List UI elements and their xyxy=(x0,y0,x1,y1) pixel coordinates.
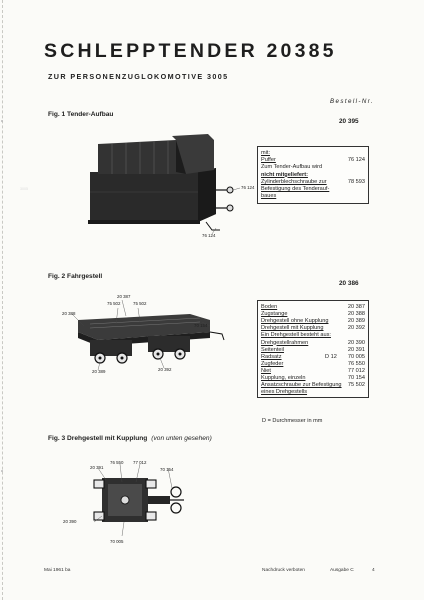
binder-margin-line xyxy=(2,0,3,600)
callout-tension-spring: 76 550 xyxy=(110,460,124,465)
callout-floor: 20 387 xyxy=(117,294,131,299)
part-name: Radsatz xyxy=(261,353,282,360)
part-name: Boden xyxy=(261,304,278,310)
figure-2-caption: Fig. 2 Fahrgestell xyxy=(48,273,103,280)
punch-mark xyxy=(1,470,3,472)
callout-buffer: 76 124 xyxy=(241,185,255,190)
part-name: Niet xyxy=(261,367,271,374)
part-name: Drehgestell ohne Kupplung xyxy=(261,318,329,325)
order-number-label: Bestell-Nr. xyxy=(330,98,375,105)
note-row-text: Zum Tender-Aufbau wird xyxy=(261,164,323,171)
footer-date: Mai 1961 ba xyxy=(44,568,71,573)
footer-reprint-notice: Nachdruck verboten xyxy=(262,568,305,573)
punch-mark xyxy=(1,120,3,122)
note-row-text: mit: xyxy=(261,150,271,156)
part-number: 77 012 xyxy=(347,367,365,374)
part-number: 20 391 xyxy=(347,346,365,353)
tender-body-illustration xyxy=(88,134,241,235)
callout-wheelset: 70 005 xyxy=(110,539,124,544)
part-name: eines Drehgestells xyxy=(261,389,308,396)
part-number: 20 392 xyxy=(347,325,365,332)
callout-rivet: 77 012 xyxy=(133,460,147,465)
part-number: 20 387 xyxy=(347,304,365,310)
part-name: Ansatzschraube zur Befestigung xyxy=(261,382,342,389)
part-name: Zugfeder xyxy=(261,360,284,367)
part-name: Kupplung, einzeln xyxy=(261,375,306,381)
part-number: 20 390 xyxy=(347,339,365,346)
page-subtitle: ZUR PERSONENZUGLOKOMOTIVE 3005 xyxy=(48,72,229,81)
callout-side-part: 20 391 xyxy=(90,465,104,470)
figure-1-part-number: 20 395 xyxy=(339,118,359,125)
part-code: D 12 xyxy=(325,353,337,360)
part-number: 70 154 xyxy=(347,375,365,381)
footer-edition: Ausgabe C xyxy=(330,568,354,573)
figure-2-part-number: 20 386 xyxy=(339,280,359,287)
note-row-text: baues xyxy=(261,193,277,200)
callout-bogie-with-coupling: 20 392 xyxy=(158,367,172,372)
figure-3-caption: Fig. 3 Drehgestell mit Kupplung(von unte… xyxy=(48,435,212,442)
figure-3-caption-note: (von unten gesehen) xyxy=(151,435,212,442)
part-number: 76 550 xyxy=(347,360,365,367)
part-name: Drehgestellrahmen xyxy=(261,339,309,346)
note-row-text: Zylinderblechschraube zur xyxy=(261,178,327,185)
part-number: 20 388 xyxy=(347,311,365,318)
note-row-text: Befestigung des Tenderauf- xyxy=(261,186,330,192)
part-name: Zugstange xyxy=(261,311,288,318)
callout-pull-rod: 20 388 xyxy=(62,311,76,316)
bogie-underside-illustration xyxy=(93,463,184,537)
note-row-text: nicht mitgeliefert: xyxy=(261,171,308,178)
part-name: Seitenteil xyxy=(261,346,285,353)
callout-shoulder-screw-left: 75 502 xyxy=(107,301,121,306)
note-row-text: Puffer xyxy=(261,157,276,164)
part-number: 20 389 xyxy=(347,318,365,325)
page-title: SCHLEPPTENDER 20385 xyxy=(44,40,337,62)
part-number: 75 502 xyxy=(347,382,365,389)
part-name: Drehgestell mit Kupplung xyxy=(261,325,324,332)
callout-shoulder-screw-right: 75 502 xyxy=(133,301,147,306)
figure-3-caption-title: Fig. 3 Drehgestell mit Kupplung xyxy=(48,435,148,442)
tender-body-marking: 3005 xyxy=(20,187,28,191)
diameter-legend: D = Durchmesser in mm xyxy=(262,418,323,424)
note-row-number: 76 124 xyxy=(347,157,365,164)
callout-coupling-single: 70 154 xyxy=(160,467,174,472)
chassis-illustration xyxy=(71,299,225,371)
callout-bogie-without-coupling: 20 389 xyxy=(92,369,106,374)
part-number: 70 005 xyxy=(347,353,365,360)
callout-coupling: 70 154 xyxy=(194,323,208,328)
part-name: Ein Drehgestell besteht aus: xyxy=(261,332,331,339)
callout-bogie-frame: 20 390 xyxy=(63,519,77,524)
callout-buffer-lower: 76 124 xyxy=(202,233,216,238)
note-row-number: 78 593 xyxy=(347,178,365,185)
footer-page-number: 4 xyxy=(372,568,375,573)
figure-1-caption: Fig. 1 Tender-Aufbau xyxy=(48,111,114,118)
